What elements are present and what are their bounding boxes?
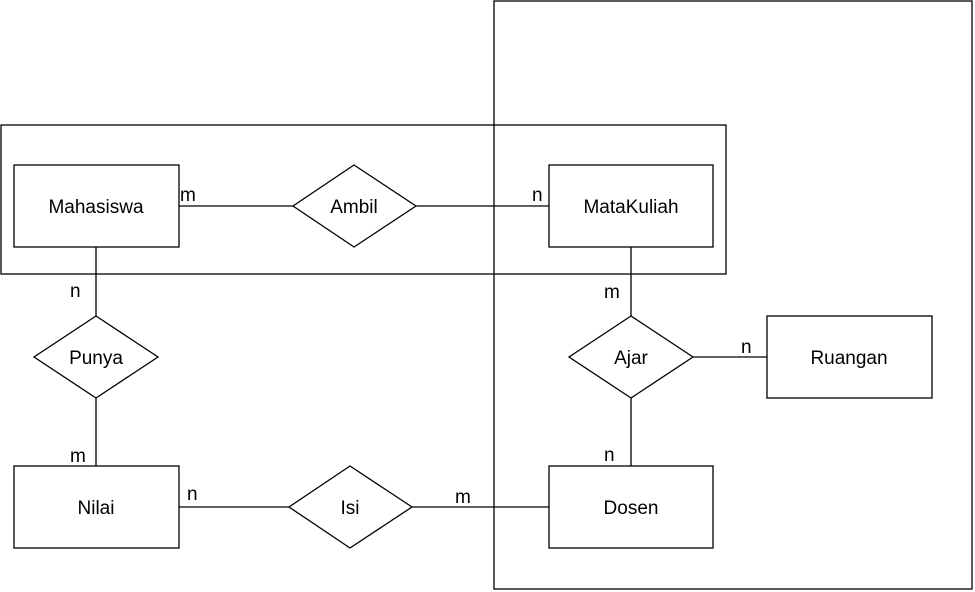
entity-matakuliah[interactable]: MataKuliah	[548, 164, 714, 248]
entity-dosen-box	[548, 465, 714, 549]
entity-mahasiswa-box	[13, 164, 180, 248]
cardinality-nilai-isi: n	[187, 484, 198, 505]
entity-nilai-box	[13, 465, 180, 549]
entity-matakuliah-label: MataKuliah	[583, 197, 678, 218]
relationship-isi-label: Isi	[341, 498, 360, 519]
relationship-punya[interactable]: Punya	[32, 315, 160, 399]
entity-nilai[interactable]: Nilai	[13, 465, 180, 549]
relationship-ambil-diamond	[291, 164, 418, 248]
entity-mahasiswa-label: Mahasiswa	[48, 197, 143, 218]
cardinality-punya-nilai: m	[70, 446, 86, 467]
outer-group-frame	[493, 0, 973, 590]
cardinality-ajar-dosen: n	[604, 445, 615, 466]
entity-ruangan-box	[766, 315, 933, 399]
relationship-ambil[interactable]: Ambil	[291, 164, 418, 248]
cardinality-isi-dosen: m	[455, 487, 471, 508]
cardinality-mahasiswa-ambil: m	[180, 185, 196, 206]
entity-ruangan-label: Ruangan	[810, 348, 887, 369]
entity-ruangan[interactable]: Ruangan	[766, 315, 933, 399]
relationship-ajar[interactable]: Ajar	[567, 315, 695, 399]
relationship-punya-label: Punya	[69, 348, 123, 369]
cardinality-matakuliah-ajar: m	[604, 282, 620, 303]
relationship-isi-diamond	[287, 465, 414, 549]
relationship-ambil-label: Ambil	[330, 197, 378, 218]
cardinality-ajar-ruangan: n	[741, 337, 752, 358]
entity-nilai-label: Nilai	[78, 498, 115, 519]
entity-dosen[interactable]: Dosen	[548, 465, 714, 549]
relationship-punya-diamond	[32, 315, 160, 399]
entity-matakuliah-box	[548, 164, 714, 248]
relationship-ajar-label: Ajar	[614, 348, 648, 369]
inner-group-frame	[0, 124, 727, 275]
cardinality-mahasiswa-punya: n	[70, 281, 81, 302]
entity-mahasiswa[interactable]: Mahasiswa	[13, 164, 180, 248]
relationship-isi[interactable]: Isi	[287, 465, 414, 549]
relationship-ajar-diamond	[567, 315, 695, 399]
cardinality-ambil-matakuliah: n	[532, 185, 543, 206]
entity-dosen-label: Dosen	[604, 498, 659, 519]
